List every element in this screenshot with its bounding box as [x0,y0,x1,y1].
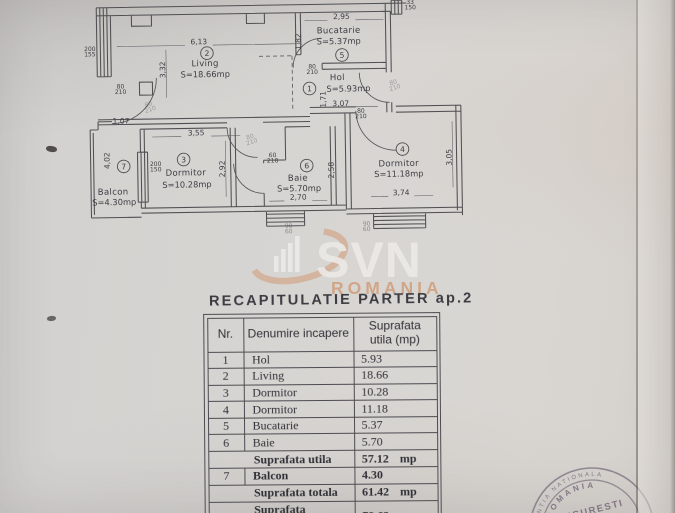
dim-living-height: 3,32 [158,61,167,78]
dim-hall-width: 3,07 [332,99,349,108]
door-size-bedroom3: 80210 [244,132,259,148]
paper-fold-line [636,0,638,513]
watermark-region-text: ROMANIA [331,278,443,298]
door-size-bath: 60210 [267,152,279,165]
dim-balcony-height: 4,02 [102,152,111,169]
dim-hall-height: 1,71 [319,91,328,108]
room-number-balcon: 7 [121,162,126,171]
room-number-circles [116,46,410,174]
window-size-bedroom4-bottom: 9060 [363,221,371,234]
svn-watermark: SVN ROMANIA [249,227,443,298]
dim-living-width: 6,13 [190,37,207,46]
room-number-living: 2 [204,49,209,58]
room-number-hol: 1 [307,84,312,93]
room-area-hol: S=5.93mp [326,83,370,94]
room-area-dormitor4: S=11.18mp [374,168,423,179]
room-label-dormitor3: Dormitor [165,168,206,179]
room-label-hol: Hol [330,73,345,83]
room-label-bucatarie: Bucatarie [317,26,361,37]
page-margin-strip [638,0,675,513]
dim-bath-height: 2,58 [327,162,336,179]
door-size-entry: 80210 [115,83,127,96]
door-arcs [112,37,397,194]
room-area-balcon: S=4.30mp [92,197,136,208]
room-number-bucatarie: 5 [339,51,344,60]
table-row-summary: Suprafata construita78.62mp [209,500,438,513]
room-label-baie: Baie [288,174,308,184]
plan-walls [89,0,464,230]
room-area-dormitor3: S=10.28mp [162,179,211,190]
header-denumire: Denumire incapere [242,317,353,352]
header-nr: Nr. [217,326,234,341]
floor-plan: 1 2 3 4 5 6 7 Living S=18.66mp Bucatarie… [84,0,464,236]
window-size-kitchen: 33150 [404,0,416,11]
room-area-bucatarie: S=5.37mp [317,36,361,47]
dim-bedroom3-width: 3,55 [188,128,205,137]
stamp-outer-ring [529,467,655,513]
notary-stamp: AGENTIA NATIONALA ROMANIA BUCURESTI [523,467,655,513]
room-number-dormitor4: 4 [400,145,405,154]
dimension-lines [116,19,454,202]
watermark-brand-text: SVN [316,232,422,288]
room-label-balcon: Balcon [98,187,129,197]
window-size-entry: 200155 [84,46,96,59]
dim-bedroom4-height: 3,05 [444,149,453,166]
dashed-boundary [258,55,294,112]
window-size-bath-bottom: 9060 [285,223,293,236]
watermark-bars-icon [274,236,300,272]
recap-table-header: Nr. Denumire incapere Suprafata utila (m… [207,316,436,353]
door-size-bedroom4: 80210 [355,108,367,121]
room-label-dormitor4: Dormitor [378,159,419,170]
room-area-baie: S=5.70mp [277,183,321,194]
dim-kitchen-width: 2,95 [333,12,350,21]
door-size-hall: 80210 [387,78,402,94]
header-suprafata: Suprafata utila (mp) [352,316,436,351]
stamp-inner-ring [541,479,643,513]
window-size-balcony: 200150 [150,161,162,174]
room-number-baie: 6 [304,161,309,170]
recap-table: Nr. Denumire incapere Suprafata utila (m… [203,312,442,513]
watermark-swoosh [249,227,349,285]
room-label-living: Living [191,59,219,69]
room-number-dormitor3: 3 [181,155,186,164]
dim-balcony-entry: 1,07 [113,116,130,125]
stamp-city-text: BUCURESTI [555,498,625,513]
recap-title: RECAPITULATIE PARTER ap.2 [208,290,474,310]
paper-edge-shadow [670,0,675,513]
room-area-living: S=18.66mp [181,69,230,80]
dim-bedroom4-width: 3,74 [393,188,410,197]
paper-smudge [46,315,57,322]
door-size-entry-scribble: 80210 [142,100,157,116]
dim-bath-width: 2,70 [290,193,307,202]
door-size-kitchen: 80210 [306,63,318,76]
dim-bedroom3-height: 2,92 [218,160,227,177]
dim-kitchen-height: 1,82 [294,33,303,50]
